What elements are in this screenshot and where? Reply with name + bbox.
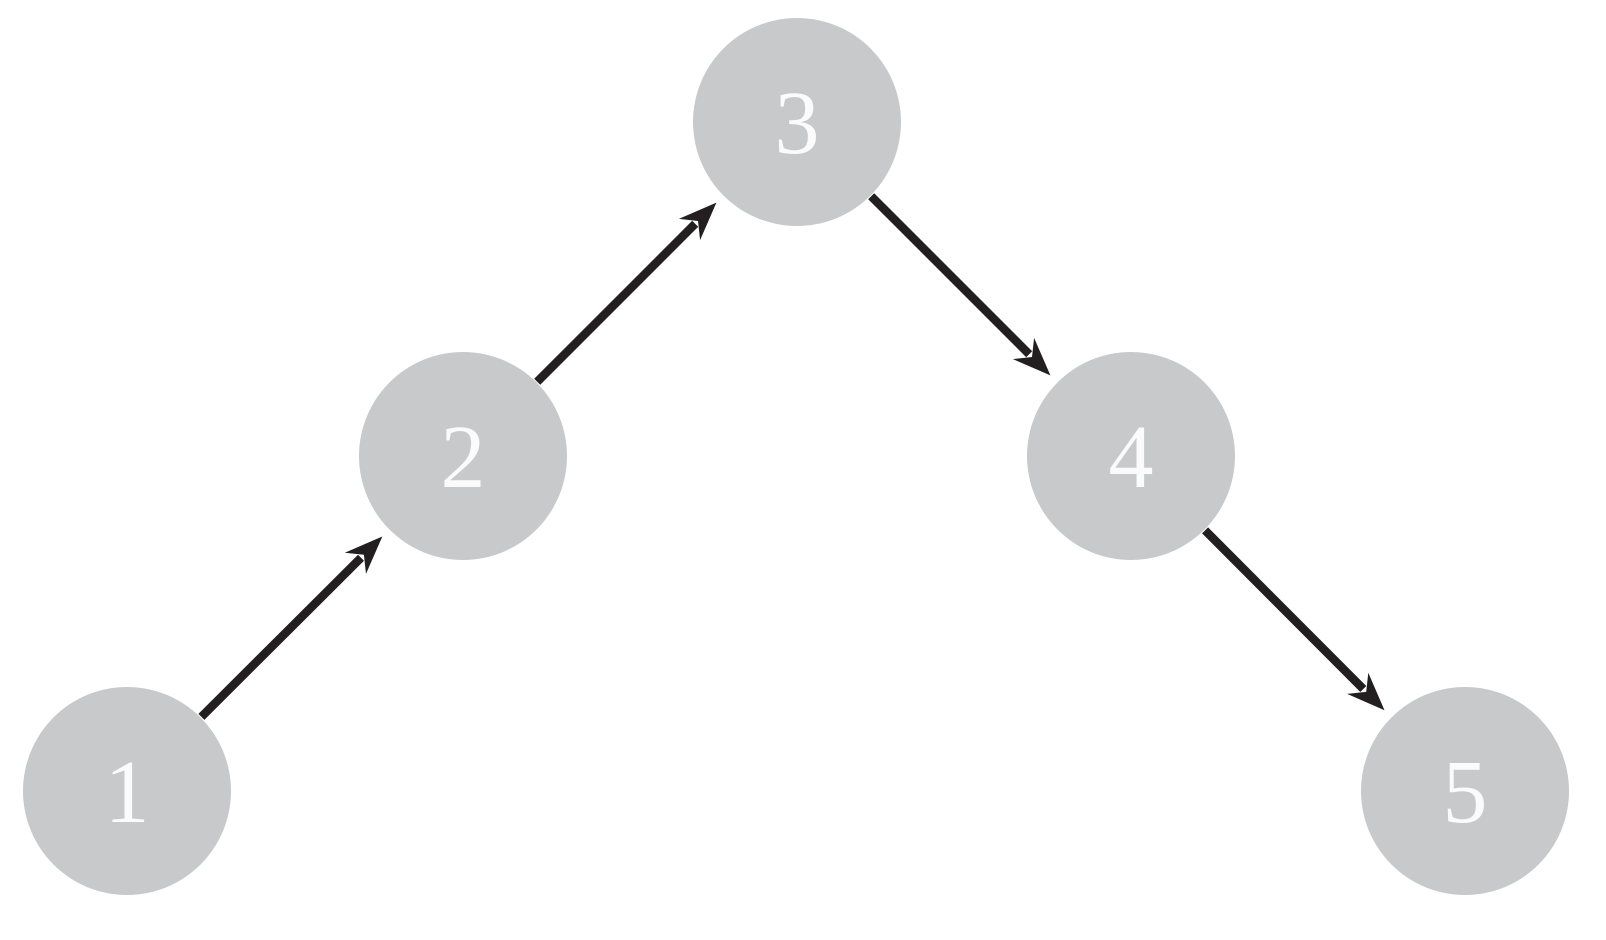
arrowhead-icon	[678, 202, 717, 241]
node-label: 4	[1109, 408, 1154, 507]
node-label: 1	[105, 743, 150, 842]
node-3: 3	[693, 18, 901, 226]
node-4: 4	[1027, 352, 1235, 560]
edge-line	[534, 220, 699, 385]
node-2: 2	[359, 352, 567, 560]
edge-line	[1202, 527, 1367, 693]
node-label: 3	[775, 74, 820, 173]
arrowhead-icon	[344, 536, 383, 574]
node-5: 5	[1361, 687, 1569, 895]
node-label: 5	[1443, 743, 1488, 842]
edge-2-3	[534, 202, 717, 385]
node-circle	[1027, 352, 1235, 560]
edge-4-5	[1202, 527, 1385, 711]
node-circle	[1361, 687, 1569, 895]
edge-1-2	[198, 536, 383, 720]
node-1: 1	[23, 687, 231, 895]
node-circle	[359, 352, 567, 560]
edge-line	[868, 193, 1033, 358]
node-label: 2	[441, 408, 486, 507]
edge-line	[198, 554, 365, 720]
arrowhead-icon	[1347, 672, 1385, 711]
edge-3-4	[868, 193, 1051, 376]
node-circle	[23, 687, 231, 895]
arrowhead-icon	[1012, 337, 1051, 376]
node-circle	[693, 18, 901, 226]
